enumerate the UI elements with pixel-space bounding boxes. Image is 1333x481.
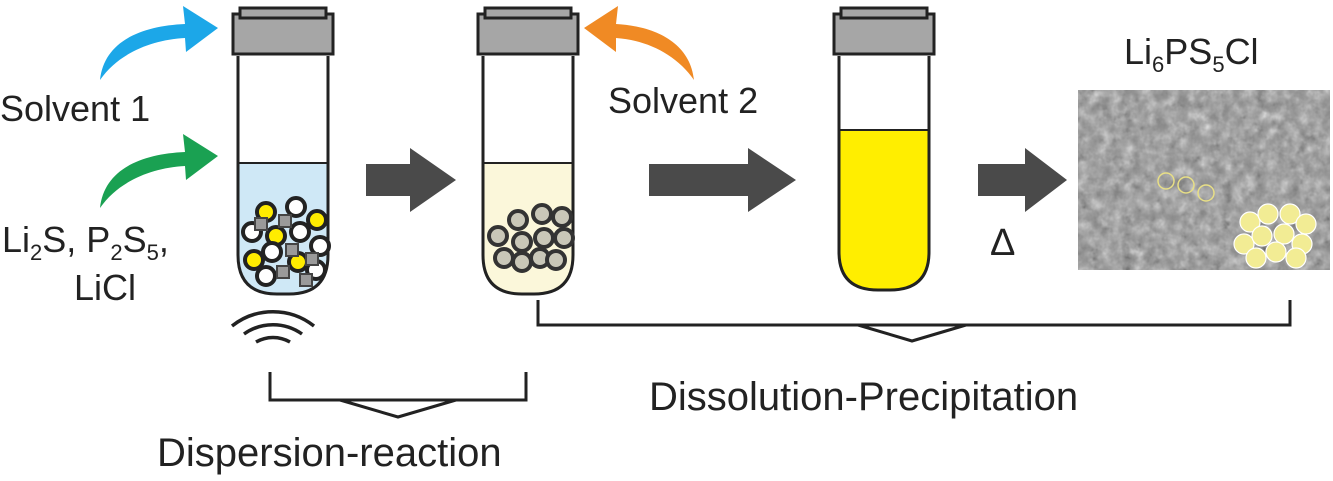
precursors-label-line2: LiCl (74, 267, 136, 308)
sem-image (1078, 90, 1330, 270)
dissolution-bracket (536, 300, 1292, 343)
process-arrow-2-icon (649, 148, 796, 212)
heat-label: Δ (990, 222, 1015, 264)
ultrasound-icon (230, 309, 316, 344)
dissolution-label: Dissolution-Precipitation (649, 375, 1078, 419)
dispersion-label: Dispersion-reaction (157, 431, 502, 475)
vial-3 (832, 6, 936, 292)
dispersion-bracket (268, 372, 528, 419)
vial-2 (476, 6, 580, 296)
intermediate-particles (487, 203, 575, 273)
solvent1-label: Solvent 1 (0, 88, 150, 129)
process-arrow-3-icon (978, 148, 1067, 212)
solvent1-arrow-icon (100, 6, 218, 80)
solvent2-label: Solvent 2 (608, 80, 758, 121)
grain-outlines (1157, 172, 1215, 202)
product-particles (1233, 203, 1317, 269)
product-label: Li6PS5Cl (1124, 31, 1259, 77)
precursor-arrow-icon (100, 134, 218, 208)
vial-1 (231, 6, 335, 296)
reactant-particles (241, 196, 331, 287)
process-arrow-1-icon (366, 148, 456, 212)
solvent2-arrow-icon (584, 6, 694, 80)
precursors-label-line1: Li2S, P2S5, (2, 219, 169, 265)
